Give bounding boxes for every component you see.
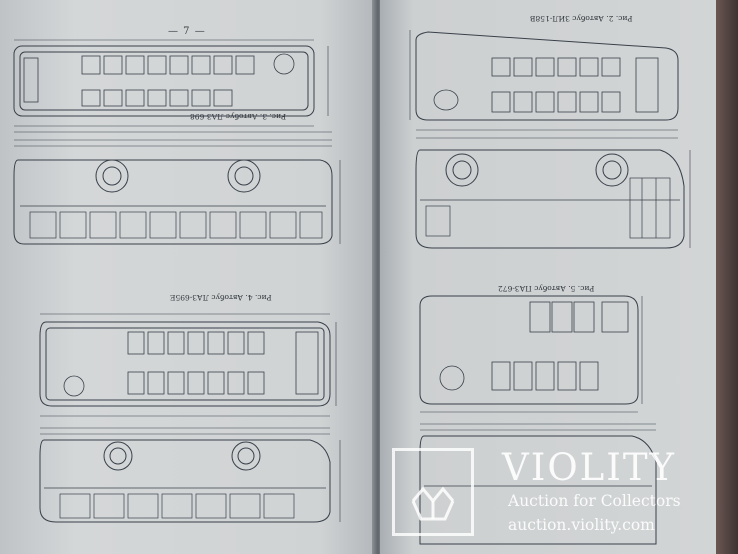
drawing-laz-698	[13, 39, 341, 245]
violity-logo-icon	[392, 448, 474, 536]
drawing-laz-695e	[39, 313, 341, 523]
drawing-paz-672	[419, 295, 657, 545]
drawing-zil-158v	[409, 30, 691, 249]
violity-watermark: VIOLITY Auction for Collectors auction.v…	[390, 444, 720, 544]
desk-edge	[716, 0, 738, 554]
left-page: — 7 — Рис. 3. Автобус ЛАЗ-698 Рис. 4. Ав…	[0, 0, 376, 554]
bus-drawings-left	[0, 0, 376, 554]
page-number: — 7 —	[168, 26, 206, 37]
right-page: Рис. 2. Автобус ЗИЛ-158В Рис. 5. Автобус…	[380, 0, 716, 554]
bus-drawings-right	[409, 30, 691, 545]
watermark-brand: VIOLITY	[502, 446, 676, 489]
watermark-url: auction.violity.com	[508, 516, 655, 534]
watermark-tagline: Auction for Collectors	[508, 492, 681, 510]
